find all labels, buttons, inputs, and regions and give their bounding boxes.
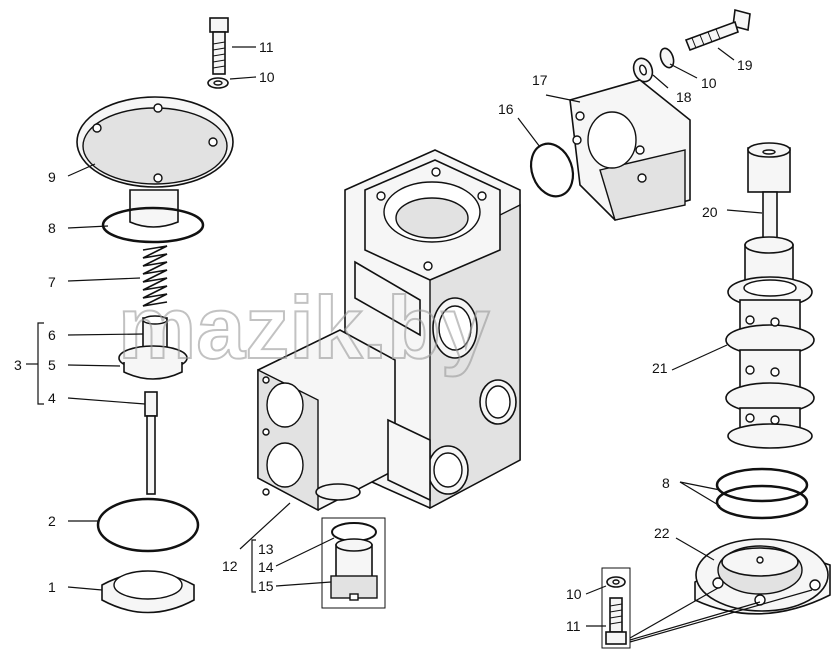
leader-lines bbox=[26, 46, 813, 643]
part-spring-7 bbox=[142, 245, 168, 307]
part-washer-10-top-right bbox=[659, 47, 675, 69]
label-22: 22 bbox=[654, 525, 670, 541]
part-insert-assembly-12 bbox=[321, 517, 386, 609]
label-3: 3 bbox=[14, 357, 22, 373]
label-11-bottom: 11 bbox=[566, 618, 581, 634]
label-12: 12 bbox=[222, 558, 238, 574]
label-11-top: 11 bbox=[259, 39, 274, 55]
part-ring-16 bbox=[529, 142, 575, 198]
label-7: 7 bbox=[48, 274, 56, 290]
label-20: 20 bbox=[702, 204, 718, 220]
label-21: 21 bbox=[652, 360, 668, 376]
part-bolt-19 bbox=[684, 8, 751, 52]
label-13: 13 bbox=[258, 541, 274, 557]
label-18: 18 bbox=[676, 89, 692, 105]
label-4: 4 bbox=[48, 390, 56, 406]
part-seal-rings-8-right bbox=[715, 467, 809, 520]
label-6: 6 bbox=[48, 327, 56, 343]
label-5: 5 bbox=[48, 357, 56, 373]
label-19: 19 bbox=[737, 57, 753, 73]
part-washer-18 bbox=[632, 57, 654, 83]
label-8-right: 8 bbox=[662, 475, 670, 491]
part-cover-22 bbox=[694, 538, 831, 615]
part-washer-1 bbox=[101, 570, 195, 614]
part-valve-spool-20 bbox=[747, 142, 791, 243]
label-1: 1 bbox=[48, 579, 56, 595]
part-pin-4 bbox=[144, 391, 158, 495]
label-10-top-left: 10 bbox=[259, 69, 275, 85]
part-sleeve-21 bbox=[725, 236, 815, 449]
part-valve-housing bbox=[257, 149, 521, 512]
part-piston-assembly-3 bbox=[118, 315, 188, 380]
part-cover-9 bbox=[76, 96, 234, 228]
part-bolt-11 bbox=[209, 17, 229, 75]
part-bolt-11-bottom bbox=[601, 567, 631, 649]
label-10-bottom: 10 bbox=[566, 586, 582, 602]
part-seal-ring-8-left bbox=[101, 206, 205, 244]
label-10-top-right: 10 bbox=[701, 75, 717, 91]
part-washer-10-top-left bbox=[207, 77, 229, 89]
part-ring-2 bbox=[96, 497, 200, 553]
label-17: 17 bbox=[532, 72, 548, 88]
part-flange-17 bbox=[569, 79, 691, 221]
label-15: 15 bbox=[258, 578, 274, 594]
label-9: 9 bbox=[48, 169, 56, 185]
label-2: 2 bbox=[48, 513, 56, 529]
label-14: 14 bbox=[258, 559, 274, 575]
watermark: mazik.by bbox=[118, 278, 490, 377]
label-8-left: 8 bbox=[48, 220, 56, 236]
part-labels: 11 10 9 8 7 6 3 5 4 2 1 12 13 14 15 16 1… bbox=[14, 39, 753, 634]
label-16: 16 bbox=[498, 101, 514, 117]
